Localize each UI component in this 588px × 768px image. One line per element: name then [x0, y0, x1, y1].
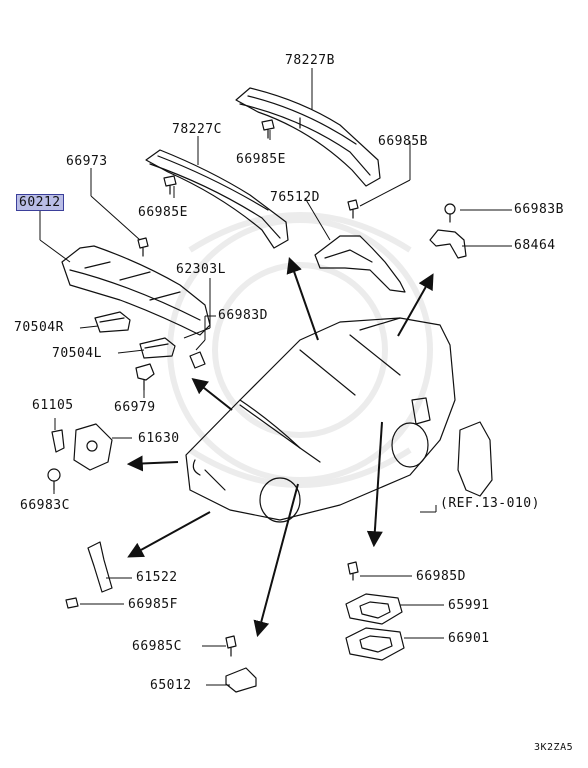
label-70504r: 70504R — [14, 320, 64, 335]
clip-66983b — [444, 203, 456, 223]
spare-tire-cover — [457, 421, 493, 497]
clip-66983c — [47, 468, 61, 491]
hinge-61522 — [87, 541, 113, 593]
bolt-66985f — [65, 597, 79, 609]
label-66985e-upper: 66985E — [236, 152, 286, 167]
label-78227c: 78227C — [172, 122, 222, 137]
label-76512d: 76512D — [270, 190, 320, 205]
label-65012: 65012 — [150, 678, 192, 693]
bolt-66985e-upper — [261, 119, 275, 139]
label-66901: 66901 — [448, 631, 490, 646]
bolt-66973 — [137, 237, 149, 257]
label-61105: 61105 — [32, 398, 74, 413]
pointer-arrows — [126, 256, 434, 638]
leader-lines — [39, 68, 512, 686]
label-66985b: 66985B — [378, 134, 428, 149]
plate-65991 — [345, 593, 403, 625]
label-70504l: 70504L — [52, 346, 102, 361]
gasket-66901 — [345, 627, 405, 661]
label-66985c: 66985C — [132, 639, 182, 654]
bracket-70504r — [94, 311, 131, 333]
bolt-66985b — [347, 199, 359, 219]
label-65991: 65991 — [448, 598, 490, 613]
label-61522: 61522 — [136, 570, 178, 585]
reference-note: (REF.13-010) — [440, 496, 540, 511]
label-78227b: 78227B — [285, 53, 335, 68]
latch-61630 — [73, 423, 113, 471]
rail-78227c — [145, 149, 289, 249]
label-66983d: 66983D — [218, 308, 268, 323]
diagram-code: 3K2ZA5 — [534, 742, 574, 753]
label-66985d: 66985D — [416, 569, 466, 584]
bolt-66985c — [225, 635, 237, 657]
bracket-70504l — [139, 337, 176, 359]
rail-78227b — [235, 87, 381, 187]
bracket-68464 — [429, 229, 467, 259]
label-66983c: 66983C — [20, 498, 70, 513]
bolt-66985e-lower — [163, 175, 177, 195]
part-65012 — [225, 667, 257, 693]
bracket-76512d — [314, 235, 406, 293]
label-68464: 68464 — [514, 238, 556, 253]
vehicle-body — [185, 317, 456, 523]
label-66985f: 66985F — [128, 597, 178, 612]
label-60212-highlighted[interactable]: 60212 — [16, 194, 64, 211]
clip-66979 — [135, 363, 155, 391]
label-61630: 61630 — [138, 431, 180, 446]
label-62303l: 62303L — [176, 262, 226, 277]
label-66979: 66979 — [114, 400, 156, 415]
label-66973: 66973 — [66, 154, 108, 169]
label-66985e-lower: 66985E — [138, 205, 188, 220]
latch-61105 — [51, 429, 65, 453]
label-66983b: 66983B — [514, 202, 564, 217]
bolt-66985d — [347, 561, 359, 581]
cowl-panel-60212 — [61, 245, 211, 336]
clip-62303l — [189, 351, 206, 369]
